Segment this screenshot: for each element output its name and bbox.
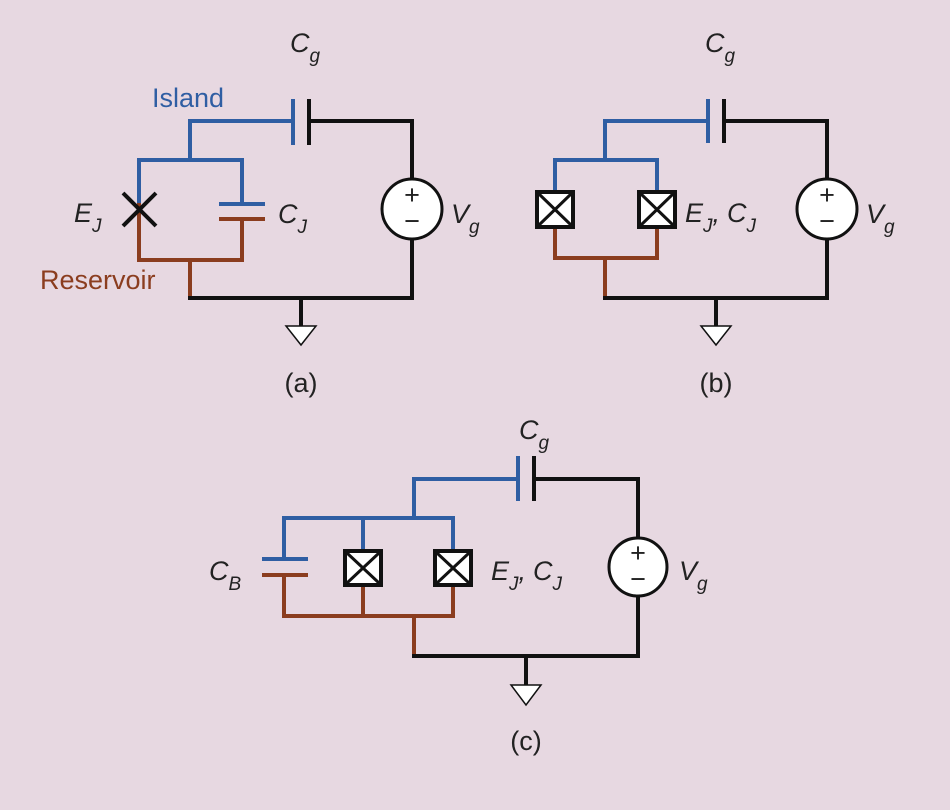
panel-c-caption: (c) [510, 726, 541, 756]
ej-label: E [491, 556, 510, 586]
island-wire-top [412, 477, 520, 520]
vg-subscript: g [469, 217, 480, 238]
cb-label: C [209, 556, 229, 586]
svg-text:Vg: Vg [679, 556, 708, 595]
ground-wire [188, 238, 414, 300]
cg-subscript: g [310, 46, 321, 67]
ground-wire [603, 238, 829, 300]
minus-sign: − [630, 564, 646, 594]
ej-label: E [685, 198, 704, 228]
vg-label: V [679, 556, 700, 586]
josephson-junction-cross [121, 191, 158, 228]
cg-label: C [705, 28, 725, 58]
cj-label: C [533, 556, 553, 586]
ground-icon [284, 325, 318, 347]
island-wire-top [603, 119, 710, 162]
plus-sign: + [630, 538, 646, 568]
cg-subscript: g [725, 46, 736, 67]
svg-text:Cg: Cg [290, 28, 321, 67]
ej-subscript: J [508, 574, 519, 595]
plus-sign: + [819, 180, 835, 210]
cb-subscript: B [229, 574, 242, 595]
svg-text:Vg: Vg [451, 199, 480, 238]
ej-label: E [74, 198, 93, 228]
svg-text:CB: CB [209, 556, 242, 595]
island-bus [282, 516, 455, 560]
vg-label: V [451, 199, 472, 229]
panel-a-caption: (a) [285, 368, 318, 398]
voltage-source [380, 177, 444, 241]
vg-subscript: g [697, 574, 708, 595]
minus-sign: − [819, 206, 835, 236]
cj-subscript: J [297, 217, 308, 238]
cg-label: C [290, 28, 310, 58]
svg-text:EJ,CJ: EJ,CJ [491, 556, 563, 595]
reservoir-bus [282, 573, 455, 618]
ground-icon [509, 684, 543, 707]
svg-text:Cg: Cg [519, 415, 550, 454]
panel-b-caption: (b) [700, 368, 733, 398]
svg-text:EJ,CJ: EJ,CJ [685, 198, 757, 237]
ej-subscript: J [702, 216, 713, 237]
comma: , [519, 556, 527, 586]
reservoir-branch [137, 203, 244, 262]
gate-wire [722, 119, 829, 179]
vg-label: V [866, 199, 887, 229]
voltage-source [607, 536, 669, 598]
panel-a: + − Island Reservoir Cg CJ EJ Vg (a) [40, 28, 480, 398]
voltage-source [795, 177, 859, 241]
josephson-junction-middle [343, 549, 383, 587]
cg-label: C [519, 415, 539, 445]
svg-text:Vg: Vg [866, 199, 895, 238]
minus-sign: − [404, 206, 420, 236]
panel-c: + − Cg CB EJ,CJ Vg (c) [209, 415, 708, 756]
island-branch [553, 158, 659, 195]
svg-text:CJ: CJ [278, 199, 308, 238]
cj-subscript: J [746, 216, 757, 237]
gate-wire [307, 119, 414, 179]
cg-subscript: g [539, 433, 550, 454]
cj-label: C [278, 199, 298, 229]
cj-label: C [727, 198, 747, 228]
josephson-junction-right [433, 549, 473, 587]
svg-text:Cg: Cg [705, 28, 736, 67]
josephson-junction-right [637, 190, 677, 229]
island-label: Island [152, 83, 224, 113]
vg-subscript: g [884, 217, 895, 238]
cj-subscript: J [552, 574, 563, 595]
josephson-junction-left [535, 190, 575, 229]
svg-text:EJ: EJ [74, 198, 102, 237]
reservoir-branch [553, 224, 659, 260]
island-wire-top [188, 119, 295, 162]
panel-b: + − Cg EJ,CJ Vg (b) [535, 28, 895, 398]
island-branch [137, 158, 244, 207]
gate-wire [532, 477, 640, 538]
reservoir-label: Reservoir [40, 265, 156, 295]
ground-icon [699, 325, 733, 347]
ground-wire [412, 596, 640, 658]
plus-sign: + [404, 180, 420, 210]
comma: , [713, 198, 721, 228]
ej-subscript: J [91, 216, 102, 237]
